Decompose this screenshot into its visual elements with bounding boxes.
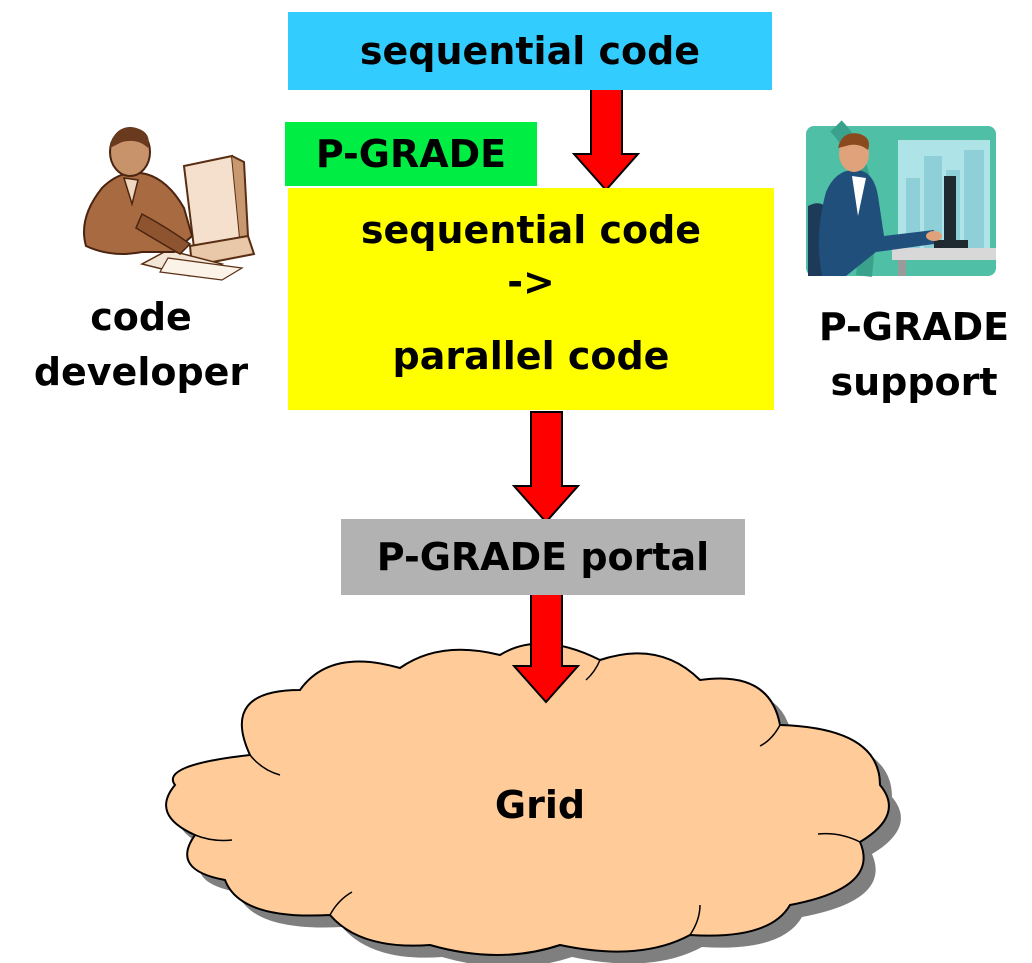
support-line1: P-GRADE	[818, 305, 1010, 349]
cloud-curls	[194, 659, 861, 936]
transform-target-label: parallel code	[392, 334, 670, 378]
support-line2: support	[830, 360, 998, 405]
p-grade-portal-label: P-GRADE portal	[376, 535, 710, 579]
sequential-code-box: sequential code	[288, 12, 772, 90]
grid-cloud	[165, 642, 890, 956]
transformation-box: sequential code -> parallel code	[288, 188, 774, 410]
p-grade-support-label: P-GRADE support	[796, 300, 1032, 410]
sequential-code-label: sequential code	[359, 29, 701, 73]
p-grade-tag-label: P-GRADE	[315, 132, 507, 176]
p-grade-portal-box: P-GRADE portal	[341, 519, 745, 595]
developer-line1: code	[90, 295, 192, 339]
transform-source-label: sequential code	[360, 208, 702, 252]
arrow-seq-to-transform	[571, 85, 641, 192]
developer-clipart-icon	[83, 127, 256, 281]
p-grade-tag: P-GRADE	[285, 122, 537, 186]
transform-arrow-label: ->	[507, 260, 555, 304]
support-clipart-icon	[806, 120, 996, 277]
developer-line2: developer	[33, 350, 249, 395]
arrow-portal-to-grid	[511, 591, 581, 704]
arrow-transform-to-portal	[511, 411, 581, 524]
grid-label: Grid	[430, 786, 650, 824]
code-developer-label: code developer	[10, 290, 272, 400]
grid-label-text: Grid	[494, 783, 586, 827]
